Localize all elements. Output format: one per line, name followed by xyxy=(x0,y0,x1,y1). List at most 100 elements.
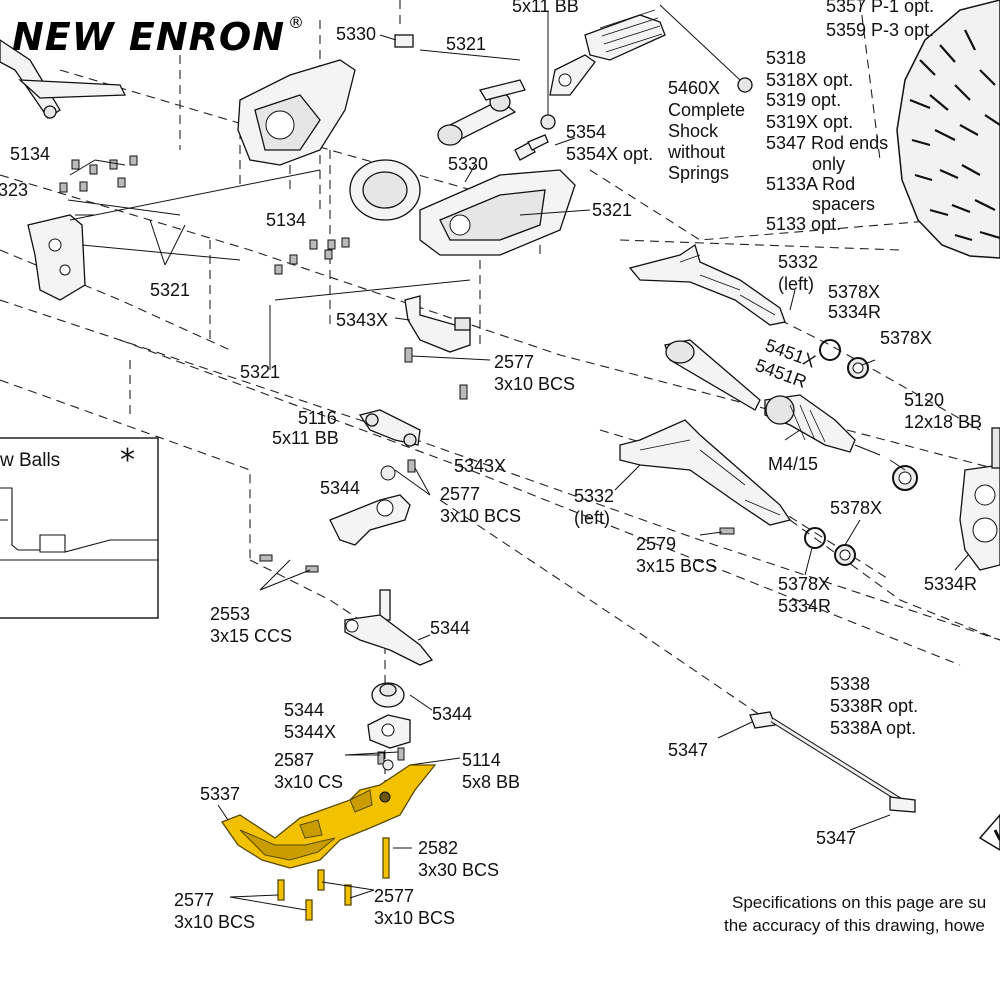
label-5338a: 5338A opt. xyxy=(830,718,916,738)
label-complete: Complete xyxy=(668,100,745,120)
label-5347-bottom: 5347 xyxy=(816,828,856,848)
label-2579: 2579 xyxy=(636,534,676,554)
label-left-top: (left) xyxy=(778,274,814,294)
label-5344-d: 5344 xyxy=(432,704,472,724)
label-5354x: 5354X opt. xyxy=(566,144,653,164)
servo-post xyxy=(344,589,434,666)
label-2577-a: 2577 xyxy=(494,352,534,372)
direction-arrow xyxy=(978,813,1000,851)
label-5318: 5318 xyxy=(766,48,806,68)
ball-inset-panel: w Balls * xyxy=(0,437,159,619)
suspension-arm-upper-5332 xyxy=(628,243,786,326)
label-5347-mid: 5347 xyxy=(668,740,708,760)
label-3x10bcs-a: 3x10 BCS xyxy=(494,374,575,394)
label-5334r-b: 5334R xyxy=(778,596,831,616)
label-5133a: 5133A Rod xyxy=(766,174,855,194)
suspension-arm-lower-5332 xyxy=(619,419,792,536)
center-driveshaft-top xyxy=(437,79,526,146)
label-3x10cs: 3x10 CS xyxy=(274,772,343,792)
label-left-bottom: (left) xyxy=(574,508,610,528)
label-5114: 5114 xyxy=(462,750,501,770)
label-5x11bb: 5x11 BB xyxy=(272,428,339,448)
label-5460x: 5460X xyxy=(668,78,720,98)
label-m4-15: M4/15 xyxy=(768,454,818,474)
steering-bellcrank-5116 xyxy=(358,409,431,496)
label-5347-rod: 5347 Rod ends xyxy=(766,133,888,153)
spec-note-line1: Specifications on this page are su xyxy=(732,893,986,912)
screw-group-5134b xyxy=(274,237,471,301)
label-5321-top: 5321 xyxy=(446,34,486,54)
label-2577-d: 2577 xyxy=(374,886,414,906)
specification-note: Specifications on this page are su the a… xyxy=(724,893,986,935)
rod-end-5354 xyxy=(514,134,549,161)
label-only: only xyxy=(812,154,845,174)
label-5337: 5337 xyxy=(200,784,240,804)
label-2587: 2587 xyxy=(274,750,314,770)
label-5319x: 5319X opt. xyxy=(766,112,853,132)
label-5338r: 5338R opt. xyxy=(830,696,918,716)
label-2577-b: 2577 xyxy=(440,484,480,504)
bearing-5378x-top xyxy=(819,339,869,379)
label-5332-bottom: 5332 xyxy=(574,486,614,506)
label-5318x: 5318X opt. xyxy=(766,70,853,90)
label-shock: Shock xyxy=(668,121,719,141)
label-12x18bb: 12x18 BB xyxy=(904,412,982,432)
label-5378x-c: 5378X xyxy=(830,498,882,518)
label-5120: 5120 xyxy=(904,390,944,410)
label-5334r-c: 5334R xyxy=(924,574,977,594)
spec-note-line2: the accuracy of this drawing, howe xyxy=(724,916,985,935)
shock-absorber xyxy=(540,4,753,130)
label-5x8bb: 5x8 BB xyxy=(462,772,520,792)
inset-marker: * xyxy=(120,443,135,478)
inset-title: w Balls xyxy=(0,450,60,471)
label-2582: 2582 xyxy=(418,838,458,858)
label-5344-c: 5344 xyxy=(284,700,324,720)
label-spacers: spacers xyxy=(812,194,875,214)
label-5343x-top: 5343X xyxy=(336,310,388,330)
differential-housing xyxy=(349,159,576,256)
label-2577-c: 2577 xyxy=(174,890,214,910)
label-5133: 5133 opt. xyxy=(766,214,841,234)
label-5319: 5319 opt. xyxy=(766,90,841,110)
front-skidplate-5337 xyxy=(217,764,437,921)
label-3x10bcs-d: 3x10 BCS xyxy=(374,908,455,928)
label-3x10bcs-b: 3x10 BCS xyxy=(440,506,521,526)
label-5116: 5116 xyxy=(298,408,337,428)
label-5321-right: 5321 xyxy=(592,200,632,220)
label-5344x: 5344X xyxy=(284,722,336,742)
brand-watermark: NEW ENRON ® xyxy=(12,13,304,59)
label-5334r-a: 5334R xyxy=(828,302,881,322)
servo-saver-lower-5344 xyxy=(344,682,461,771)
label-5134-mid: 5134 xyxy=(266,210,306,230)
upper-gearbox-housing xyxy=(237,34,414,166)
label-323: 323 xyxy=(0,180,28,200)
label-5332-top: 5332 xyxy=(778,252,818,272)
label-5134-left: 5134 xyxy=(10,144,50,164)
label-5344-a: 5344 xyxy=(320,478,360,498)
upper-left-arm xyxy=(0,39,127,119)
label-5378x-b: 5378X xyxy=(880,328,932,348)
label-without: without xyxy=(667,142,725,162)
servo-saver-upper-5344 xyxy=(259,494,411,591)
center-driveshaft-5338 xyxy=(717,711,916,831)
label-5330-top: 5330 xyxy=(336,24,376,44)
bearing-5120 xyxy=(892,465,918,491)
label-5378x-d: 5378X xyxy=(778,574,830,594)
bulkhead-5343x xyxy=(404,295,491,400)
bearing-5378x-bottom xyxy=(804,527,856,566)
label-3x15ccs: 3x15 CCS xyxy=(210,626,292,646)
label-5330-mid: 5330 xyxy=(448,154,488,174)
label-5354: 5354 xyxy=(566,122,606,142)
label-3x15bcs: 3x15 BCS xyxy=(636,556,717,576)
label-2553: 2553 xyxy=(210,604,250,624)
leader-lines xyxy=(69,12,969,711)
screw-group-5134a xyxy=(59,155,181,216)
label-5359: 5359 P-3 opt. xyxy=(826,20,934,40)
label-3x30bcs: 3x30 BCS xyxy=(418,860,499,880)
label-5338: 5338 xyxy=(830,674,870,694)
label-springs: Springs xyxy=(668,163,729,183)
label-5378x-a: 5378X xyxy=(828,282,880,302)
label-5321-bottom: 5321 xyxy=(240,362,280,382)
registered-mark: ® xyxy=(288,13,304,32)
